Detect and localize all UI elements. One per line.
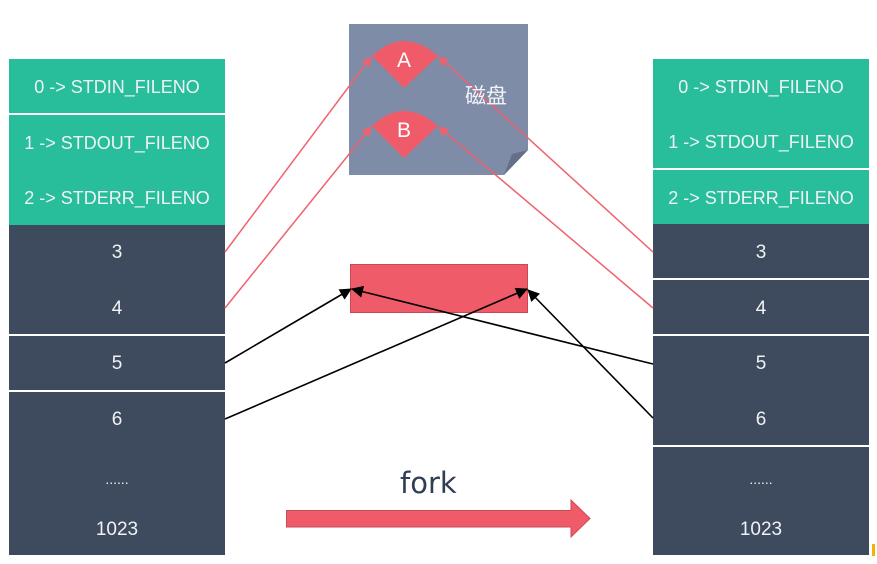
fd-entry-6: 6 <box>755 409 767 430</box>
fd-entry-3: 3 <box>755 242 767 263</box>
fd-entry-5: 5 <box>755 353 767 374</box>
fd-entry-2: 2 -> STDERR_FILENO <box>24 188 210 208</box>
fd-entry-1023: 1023 <box>739 519 783 540</box>
fd-block-stdin <box>9 59 225 113</box>
disk-label: 磁盘 <box>465 85 507 108</box>
fd-entry-2: 2 -> STDERR_FILENO <box>668 188 854 208</box>
fd-block-rest <box>653 447 869 555</box>
link-parent-fd6-to-object <box>224 287 528 420</box>
sector-a-label: A <box>396 49 411 72</box>
fd-block-3 <box>653 224 869 278</box>
fd-block-3-4 <box>9 225 225 334</box>
fork-label: fork <box>400 466 457 500</box>
link-parent-fd3-to-a <box>224 56 372 253</box>
fd-block-stderr <box>653 170 869 224</box>
fd-entry-1023: 1023 <box>95 519 139 540</box>
fd-block-5-6 <box>653 336 869 445</box>
fd-entry-1: 1 -> STDOUT_FILENO <box>668 132 854 152</box>
link-parent-fd5-to-object <box>224 288 352 364</box>
fd-block-stdin-stdout <box>653 59 869 168</box>
fd-entry-0: 0 -> STDIN_FILENO <box>678 77 844 97</box>
shared-file-object <box>350 264 528 313</box>
sector-a <box>372 41 438 88</box>
link-child-fd3-to-a <box>438 56 654 253</box>
corner-artifact <box>872 544 875 556</box>
fd-entry-5: 5 <box>111 353 123 374</box>
disk-fold-corner <box>504 150 528 175</box>
fd-entry-ellipsis: ...... <box>105 471 129 487</box>
fd-block-5 <box>9 336 225 390</box>
link-parent-fd4-to-b <box>224 126 372 309</box>
sector-b-label: B <box>396 119 411 142</box>
fd-entry-1: 1 -> STDOUT_FILENO <box>24 133 210 153</box>
fd-entry-4: 4 <box>755 298 767 319</box>
fd-entry-6: 6 <box>111 409 123 430</box>
fd-block-6-1023 <box>9 392 225 555</box>
fd-block-4 <box>653 280 869 334</box>
fd-entry-4: 4 <box>111 298 123 319</box>
fd-block-stdout-stderr <box>9 115 225 225</box>
link-child-fd5-to-object <box>351 285 654 365</box>
link-child-fd6-to-object <box>527 289 654 419</box>
fd-entry-3: 3 <box>111 242 123 263</box>
fork-arrow <box>286 498 591 539</box>
link-child-fd4-to-b <box>438 126 654 309</box>
fd-entry-ellipsis: ...... <box>749 471 773 487</box>
sector-b <box>372 111 438 158</box>
fd-entry-0: 0 -> STDIN_FILENO <box>34 77 200 97</box>
